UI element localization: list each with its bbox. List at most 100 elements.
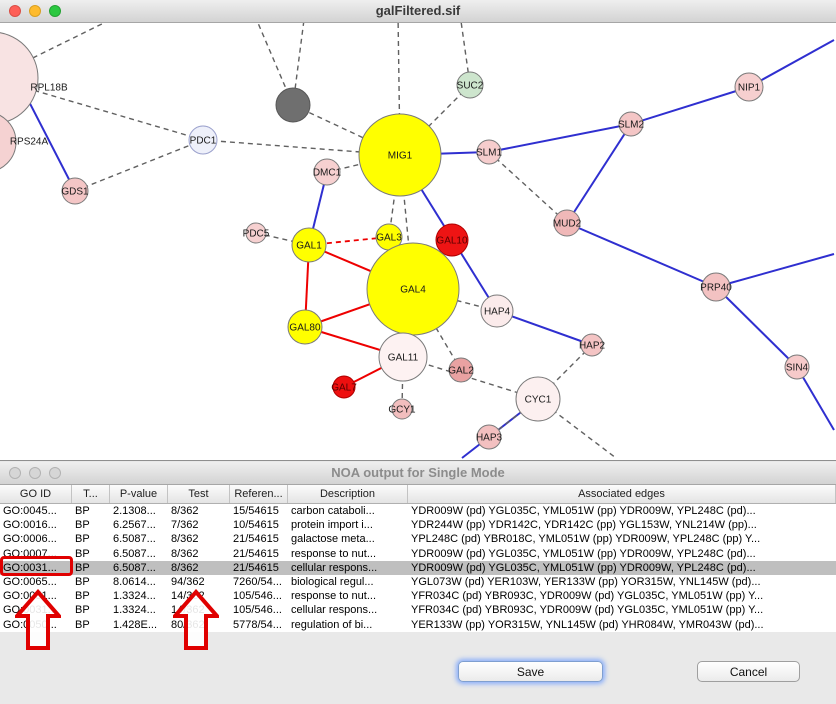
zoom-button[interactable] — [49, 467, 61, 479]
network-node-rps24a[interactable] — [0, 112, 17, 172]
network-node-gal11[interactable] — [378, 332, 428, 382]
traffic-lights-inactive — [9, 467, 61, 479]
network-edge — [402, 356, 539, 400]
table-cell-go-id: GO:0006... — [3, 533, 57, 546]
network-node-dmc1[interactable] — [313, 158, 341, 186]
network-node-label: GAL4 — [400, 285, 426, 296]
network-node-gal10[interactable] — [435, 223, 469, 257]
network-node-label: HAP4 — [484, 307, 511, 318]
table-cell-p-value: 1.428E... — [113, 618, 158, 631]
close-button[interactable] — [9, 5, 21, 17]
network-node-slm1[interactable] — [476, 139, 502, 165]
network-node-slm2[interactable] — [618, 111, 644, 137]
network-node-suc2[interactable] — [456, 71, 484, 99]
table-cell-p-value: 6.5087... — [113, 533, 156, 546]
noa-window-titlebar[interactable]: NOA output for Single Mode — [0, 462, 836, 485]
network-node-sin4[interactable] — [784, 354, 810, 380]
network-edge — [496, 310, 593, 346]
network-node-pdc5[interactable] — [245, 222, 267, 244]
network-edge — [254, 15, 294, 106]
network-edge — [488, 151, 568, 224]
network-node-prp40[interactable] — [701, 272, 731, 302]
column-header-associated-edges[interactable]: Associated edges — [408, 484, 836, 503]
network-edge — [537, 398, 617, 459]
network-node-nip1[interactable] — [734, 72, 764, 102]
network-node-gal7[interactable] — [332, 375, 356, 399]
table-cell-test: 7/362 — [171, 519, 199, 532]
column-header-test[interactable]: Test — [168, 484, 230, 503]
network-node-hap2[interactable] — [580, 333, 604, 357]
network-node-label: NIP1 — [738, 83, 761, 94]
column-header-description[interactable]: Description — [288, 484, 408, 503]
network-node-label: RPS24A — [10, 137, 49, 148]
network-node-label: GAL1 — [296, 241, 322, 252]
network-edge — [292, 104, 401, 156]
network-node-label: MIG1 — [388, 151, 413, 162]
table-cell-reference: 21/54615 — [233, 561, 279, 574]
zoom-button[interactable] — [49, 5, 61, 17]
network-edge — [630, 86, 750, 125]
network-node-label: SUC2 — [457, 81, 484, 92]
table-cell-test: 94/362 — [171, 575, 205, 588]
network-node-label: GAL3 — [376, 233, 402, 244]
network-node-label: PDC1 — [190, 136, 217, 147]
network-node-label: GAL11 — [388, 353, 419, 364]
network-node-hap4[interactable] — [480, 294, 514, 328]
table-cell-associated-edges: YER133W (pp) YOR315W, YNL145W (pd) YHR08… — [411, 618, 764, 631]
network-node-gal80[interactable] — [287, 309, 323, 345]
network-node-label: GAL10 — [436, 236, 468, 247]
network-node-mig1[interactable] — [358, 113, 442, 197]
network-node-pdc1[interactable] — [188, 125, 218, 155]
network-node-mud2[interactable] — [553, 209, 581, 237]
network-node-label: DMC1 — [313, 168, 342, 179]
cancel-button[interactable]: Cancel — [697, 661, 800, 682]
network-node-gds1[interactable] — [61, 177, 89, 205]
network-node-label: SIN4 — [786, 363, 809, 374]
table-cell-associated-edges: YDR244W (pp) YDR142C, YDR142C (pp) YGL15… — [411, 519, 757, 532]
column-header-type[interactable]: T... — [72, 484, 110, 503]
network-node-rpl18b[interactable] — [0, 32, 39, 124]
network-node-gal2[interactable] — [448, 357, 474, 383]
table-cell-associated-edges: YDR009W (pd) YGL035C, YML051W (pp) YDR00… — [411, 547, 756, 560]
window-title: galFiltered.sif — [375, 3, 461, 18]
network-canvas[interactable]: RPL18BRPS24AGDS1PDC1DMC1MIG1SUC2SLM1SLM2… — [0, 0, 836, 460]
minimize-button[interactable] — [29, 467, 41, 479]
network-node-grayn[interactable] — [275, 87, 311, 123]
column-header-reference[interactable]: Referen... — [230, 484, 288, 503]
network-node-label: SLM1 — [476, 148, 503, 159]
network-edge — [715, 253, 835, 288]
annotation-arrow-go-id — [15, 589, 61, 650]
table-row[interactable]: GO:0031...BP1.3324...14/362105/546...cel… — [0, 603, 836, 618]
table-cell-associated-edges: YDR009W (pd) YGL035C, YML051W (pp) YDR00… — [411, 505, 756, 517]
table-row[interactable]: GO:0050...BP1.428E...80/3625778/54...reg… — [0, 617, 836, 632]
column-header-p-value[interactable]: P-value — [110, 484, 168, 503]
network-node-hap3[interactable] — [476, 424, 502, 450]
network-window-titlebar[interactable]: galFiltered.sif — [0, 0, 836, 23]
column-header-go-id[interactable]: GO ID — [0, 484, 72, 503]
network-node-cyc1[interactable] — [515, 376, 561, 422]
table-cell-description: carbon cataboli... — [291, 505, 375, 517]
network-node-label: GAL7 — [331, 383, 357, 394]
table-cell-description: response to nut... — [291, 547, 376, 560]
network-node-gcy1[interactable] — [391, 398, 413, 420]
table-cell-type: BP — [75, 547, 90, 560]
table-cell-associated-edges: YFR034C (pd) YBR093C, YDR009W (pd) YGL03… — [411, 590, 764, 603]
minimize-button[interactable] — [29, 5, 41, 17]
save-button[interactable]: Save — [458, 661, 603, 682]
table-cell-description: biological regul... — [291, 575, 374, 588]
table-cell-type: BP — [75, 561, 90, 574]
table-cell-reference: 7260/54... — [233, 575, 282, 588]
network-node-label: CYC1 — [525, 395, 552, 406]
close-button[interactable] — [9, 467, 21, 479]
network-node-gal1[interactable] — [291, 227, 327, 263]
